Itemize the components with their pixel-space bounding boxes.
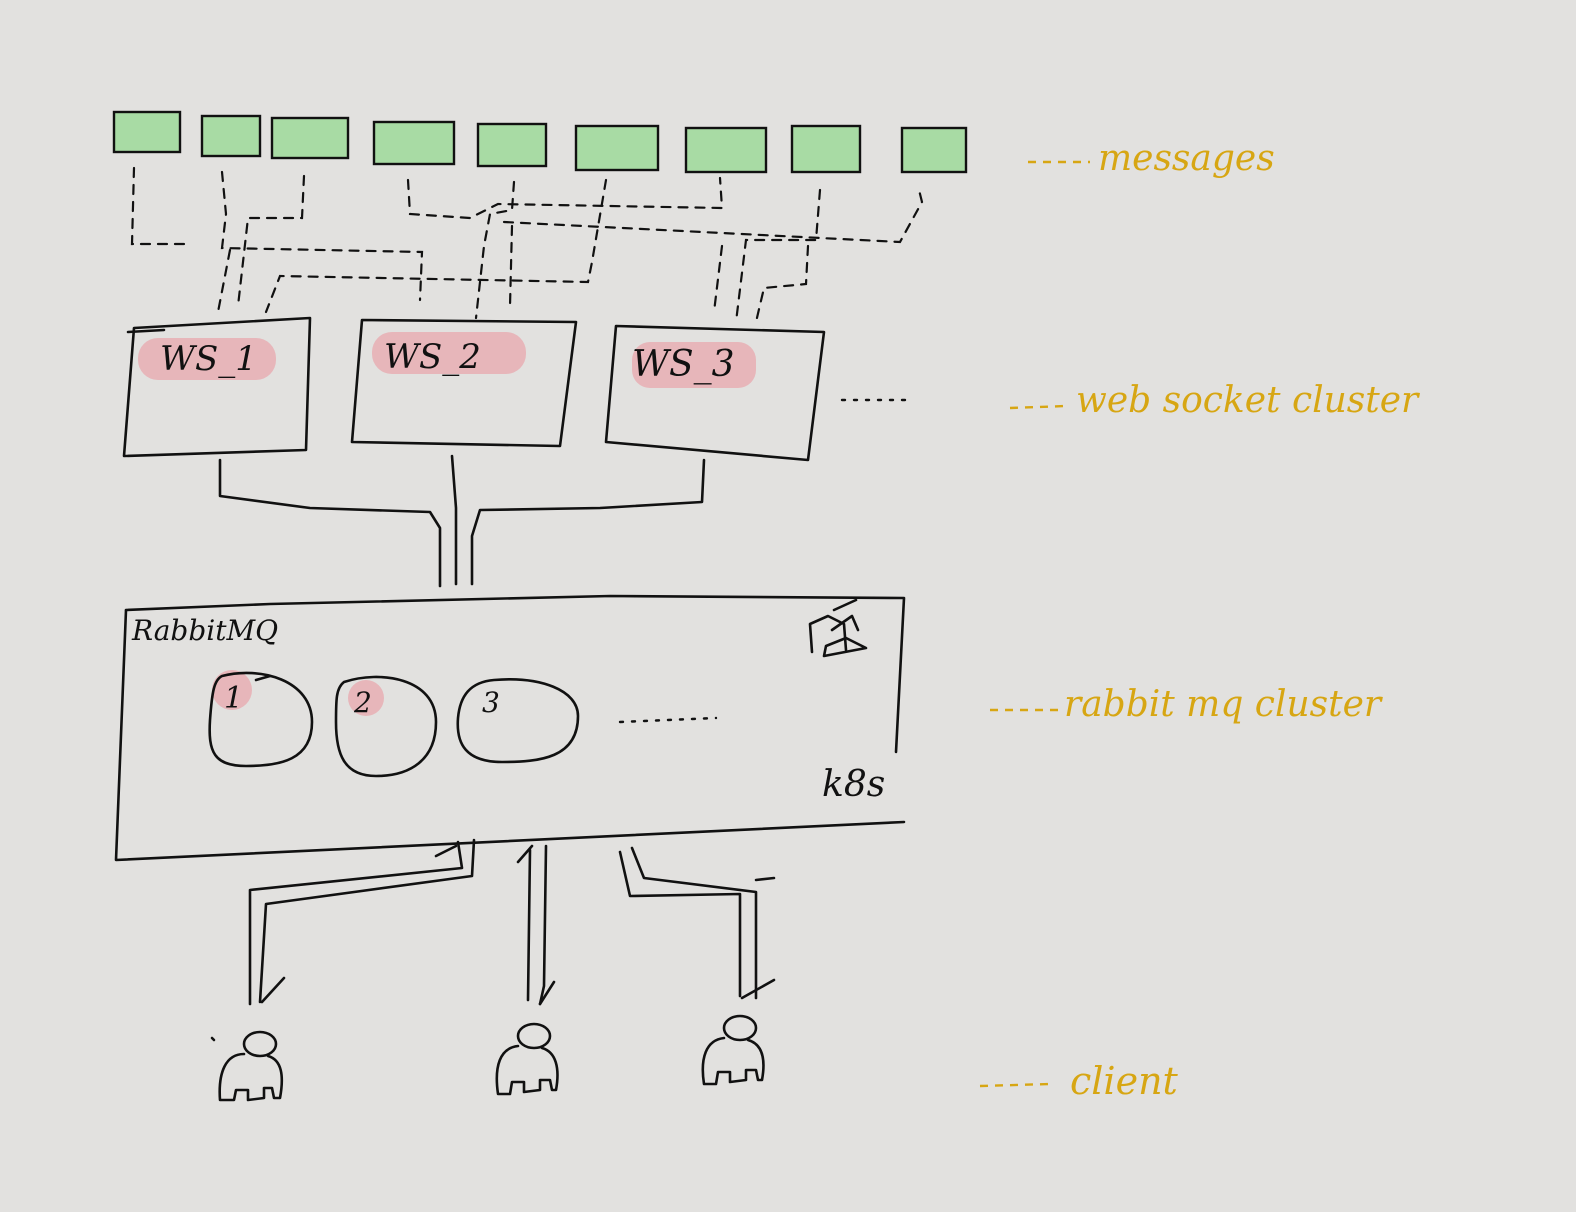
ws-label: WS_2 xyxy=(384,337,481,377)
message-box xyxy=(200,114,262,158)
ws-node-2: WS_2 xyxy=(350,318,578,448)
rabbitmq-title: RabbitMQ xyxy=(131,614,278,647)
user-icon xyxy=(495,1022,559,1096)
ws-label: WS_3 xyxy=(632,344,735,385)
message-box xyxy=(900,126,968,174)
message-box xyxy=(574,124,660,172)
rabbit-to-client-arrows xyxy=(248,838,776,1006)
ws-to-rabbit-lines xyxy=(218,454,706,588)
message-box xyxy=(270,116,350,160)
queue-1: 1 xyxy=(208,670,314,768)
annotation-client: client xyxy=(979,1059,1179,1103)
ws-highlight xyxy=(138,338,276,380)
queue-highlight xyxy=(348,680,384,716)
message-box xyxy=(790,124,862,174)
annotation-text: rabbit mq cluster xyxy=(1064,684,1383,725)
message-box xyxy=(684,126,768,174)
queue-highlight xyxy=(212,670,252,710)
message-box xyxy=(372,120,456,166)
annotation-ws: web socket cluster xyxy=(1009,380,1420,421)
queue-3: 3 xyxy=(456,678,580,764)
annotation-text: client xyxy=(1070,1059,1179,1103)
annotation-messages: messages xyxy=(1028,138,1275,179)
user-icon xyxy=(210,1030,284,1102)
queue-2: 2 xyxy=(334,675,438,778)
queue-label: 3 xyxy=(482,686,500,719)
cube-stack-icon xyxy=(808,598,868,658)
message-routing-lines xyxy=(130,166,924,324)
queue-label: 2 xyxy=(353,686,372,719)
user-icon xyxy=(701,1014,765,1086)
ws-highlight xyxy=(632,342,756,388)
rabbitmq-cluster: RabbitMQ 1 2 3 k8s xyxy=(114,594,906,862)
ws-node-3: WS_3 xyxy=(604,324,826,462)
annotation-rabbit: rabbit mq cluster xyxy=(990,684,1383,725)
ws-label: WS_1 xyxy=(160,339,257,379)
platform-label: k8s xyxy=(822,764,885,805)
message-box xyxy=(112,110,182,154)
queue-ellipsis xyxy=(618,716,718,724)
message-row xyxy=(112,110,968,174)
message-box xyxy=(476,122,548,168)
queue-label: 1 xyxy=(224,681,243,716)
ws-node-1: WS_1 xyxy=(122,316,312,458)
annotation-text: messages xyxy=(1098,138,1275,179)
annotation-text: web socket cluster xyxy=(1076,380,1420,421)
ws-highlight xyxy=(372,332,526,374)
